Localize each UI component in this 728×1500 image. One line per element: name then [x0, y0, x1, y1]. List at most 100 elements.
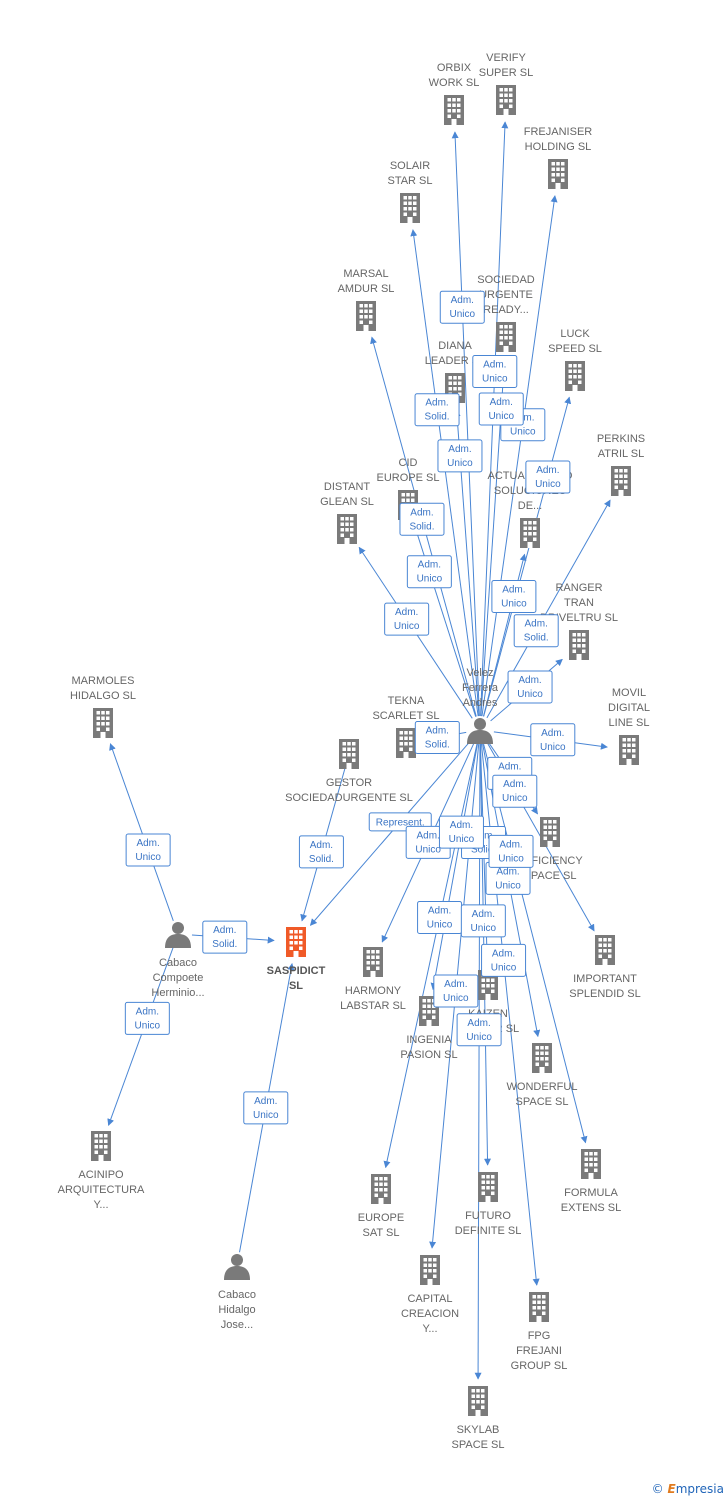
role-badge[interactable]: Adm.Unico	[530, 723, 576, 757]
node-label: Y...	[422, 1323, 437, 1335]
role-label: Unico	[135, 1020, 161, 1031]
role-badge[interactable]: Adm.Unico	[460, 904, 506, 938]
role-label: Represent.	[376, 817, 425, 828]
role-label: Adm.	[498, 761, 521, 772]
edge-velez-to-solair	[410, 229, 479, 717]
node-label: FREJANISER	[524, 126, 593, 138]
building-icon	[339, 739, 359, 769]
node-label: CREACION	[401, 1308, 459, 1320]
role-badge[interactable]: Adm.Unico	[417, 900, 463, 934]
building-icon	[396, 728, 416, 758]
role-badge[interactable]: Adm.Unico	[384, 602, 430, 636]
role-badge[interactable]: Adm.Unico	[507, 670, 553, 704]
node-label: SAT SL	[363, 1227, 400, 1239]
role-badge[interactable]: Adm. Solid.	[399, 502, 445, 536]
node-label: Ferrera	[462, 682, 499, 694]
role-badge[interactable]: Adm.Unico	[488, 834, 534, 868]
node-cabaco-compoete[interactable]: CabacoCompoeteHerminio...	[151, 922, 205, 999]
node-label: Hidalgo	[218, 1304, 255, 1316]
node-acinipo[interactable]: ACINIPOARQUITECTURAY...	[58, 1131, 145, 1211]
role-label: Solid.	[425, 412, 450, 423]
role-badge[interactable]: Adm.Unico	[437, 439, 483, 473]
role-badge[interactable]: Adm.Unico	[125, 833, 171, 867]
role-badge[interactable]: Adm.Unico	[124, 1001, 170, 1035]
building-icon	[540, 817, 560, 847]
role-badge[interactable]: Adm.Unico	[456, 1013, 502, 1047]
node-label: Compoete	[153, 972, 204, 984]
role-badge[interactable]: Adm.Unico	[433, 974, 479, 1008]
node-label: Jose...	[221, 1319, 253, 1331]
role-badge[interactable]: Adm.Unico	[492, 774, 538, 808]
role-badge[interactable]: Adm.Solid.	[298, 835, 344, 869]
role-badge[interactable]: Adm.Unico	[439, 290, 485, 324]
role-badge[interactable]: Adm.Solid.	[513, 614, 559, 648]
role-label: Unico	[394, 621, 420, 632]
node-label: CAPITAL	[407, 1293, 452, 1305]
role-label: Unico	[135, 852, 161, 863]
building-icon	[611, 466, 631, 496]
role-label: Solid.	[425, 740, 450, 751]
role-label: Adm.	[410, 507, 433, 518]
empresia-logo[interactable]: © Empresia	[652, 1482, 724, 1496]
role-badge[interactable]: Adm.Unico	[243, 1091, 289, 1125]
node-label: SOLAIR	[390, 160, 430, 172]
node-capital[interactable]: CAPITAL CREACION Y...	[401, 1255, 459, 1335]
building-icon	[93, 708, 113, 738]
node-label: HIDALGO SL	[70, 690, 136, 702]
role-badge[interactable]: Adm.Unico	[481, 943, 527, 977]
node-cabaco-hidalgo[interactable]: CabacoHidalgoJose...	[218, 1254, 256, 1331]
node-label: LABSTAR SL	[340, 1000, 406, 1012]
node-label: SPACE SL	[516, 1096, 569, 1108]
role-badge[interactable]: Adm.Solid.	[414, 721, 460, 755]
role-badge[interactable]: Adm.Unico	[491, 579, 537, 613]
role-badge[interactable]: Adm.Unico	[438, 815, 484, 849]
role-label: Unico	[488, 411, 514, 422]
node-sociedad-urgente[interactable]: SOCIEDADURGENTEREADY...	[477, 274, 535, 352]
node-label: Y...	[93, 1199, 108, 1211]
role-label: Adm.	[518, 675, 541, 686]
role-label: Unico	[471, 923, 497, 934]
role-label: Solid.	[409, 521, 434, 532]
role-badge[interactable]: Adm.Solid.	[414, 393, 460, 427]
node-label: EFFICIENCY	[517, 855, 583, 867]
role-badge[interactable]: Adm.Unico	[406, 555, 452, 589]
node-label: FPG	[528, 1330, 551, 1342]
role-badge[interactable]: Adm.Unico	[525, 460, 571, 494]
role-badge[interactable]: Adm.Unico	[478, 392, 524, 426]
role-badge[interactable]: Adm.Solid.	[202, 920, 248, 954]
building-icon	[420, 1255, 440, 1285]
node-label: GESTOR	[326, 777, 372, 789]
role-badge[interactable]: Adm.Unico	[472, 354, 518, 388]
role-label: Solid.	[309, 854, 334, 865]
role-label: Unico	[466, 1032, 492, 1043]
role-label: Adm.	[448, 444, 471, 455]
node-label: ACINIPO	[78, 1169, 124, 1181]
